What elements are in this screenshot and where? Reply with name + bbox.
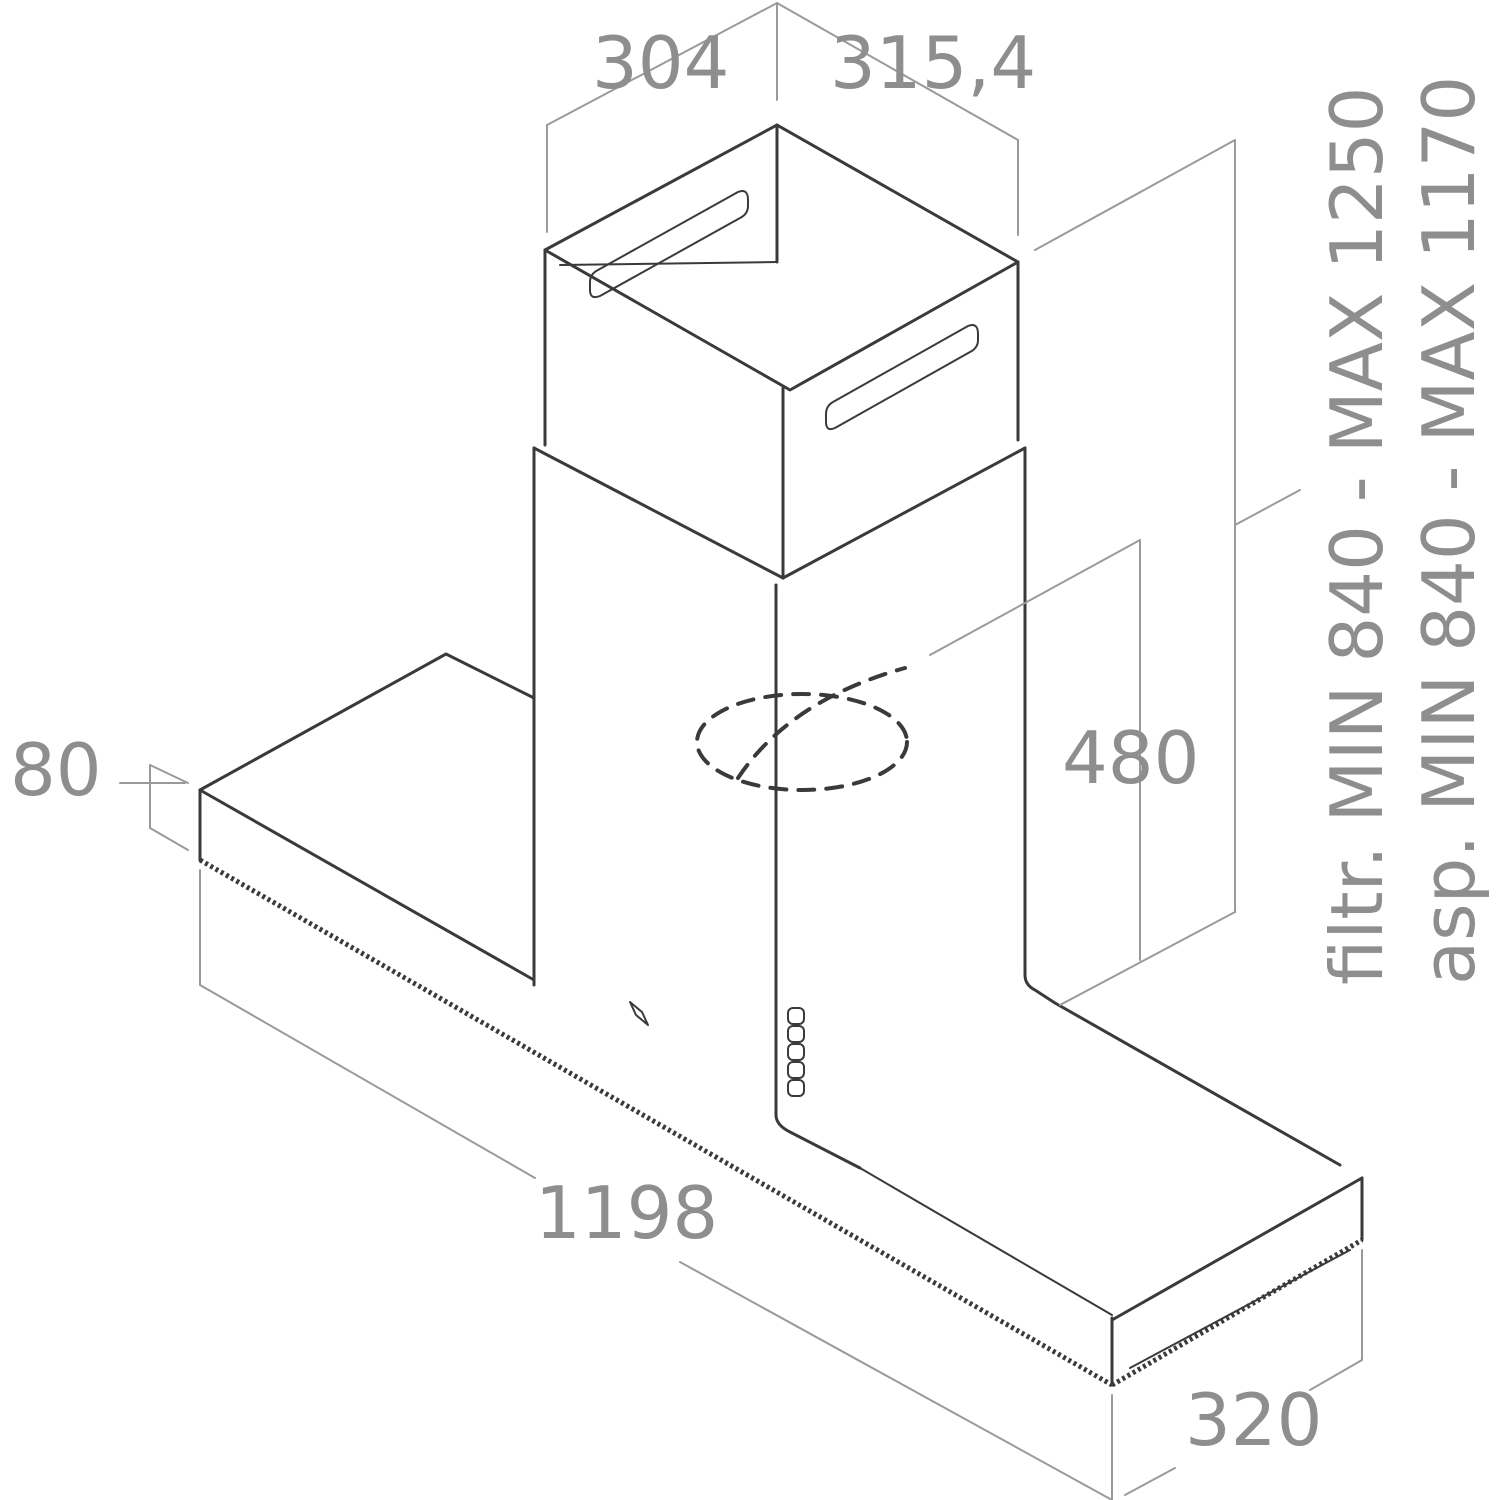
dim-line-320-right xyxy=(1309,1359,1363,1391)
hood-bottom-groove xyxy=(1129,1249,1351,1369)
hood-bottom-side-edge xyxy=(1110,1237,1364,1388)
dim-line-1198-left xyxy=(199,984,536,1179)
control-button xyxy=(787,1061,805,1079)
dim-extension-480-top xyxy=(929,539,1141,656)
duct-outlet-hidden-line xyxy=(695,692,909,792)
dimension-labels: 304 315,4 80 480 1198 320 filtr. MIN 840… xyxy=(10,21,1491,1462)
label-height-filter: filtr. MIN 840 - MAX 1250 xyxy=(1315,87,1399,985)
lower-chimney-top-right xyxy=(781,446,1027,580)
label-hood-thickness: 80 xyxy=(10,728,102,812)
label-hood-depth: 320 xyxy=(1185,1378,1322,1462)
dim-line-320 xyxy=(1124,1467,1176,1496)
small-mark xyxy=(629,1001,649,1026)
hood-body xyxy=(198,652,1364,1388)
label-height-extraction: asp. MIN 840 - MAX 1170 xyxy=(1407,76,1491,985)
hood-right-top-back xyxy=(1053,1001,1342,1167)
dim-extension-height-bottom xyxy=(1059,911,1236,1006)
control-button xyxy=(787,1043,805,1061)
upper-chimney-top-rim xyxy=(543,123,1020,392)
control-button xyxy=(787,1007,805,1025)
lower-chimney-top-left xyxy=(532,446,785,580)
hood-left-top-front xyxy=(198,788,536,982)
dim-line-80-top xyxy=(149,764,189,784)
dim-line-80-bottom xyxy=(149,827,189,851)
control-buttons xyxy=(787,1007,805,1097)
label-hood-width: 1198 xyxy=(535,1171,718,1255)
label-chimney-depth: 304 xyxy=(592,21,729,105)
control-button xyxy=(787,1025,805,1043)
hood-left-top-surface xyxy=(198,652,536,792)
dim-extension-height-top xyxy=(1034,139,1236,251)
upper-chimney xyxy=(543,123,1020,580)
lower-chimney-base-curve xyxy=(774,1113,862,1170)
lower-chimney-right-edge xyxy=(1023,446,1057,1005)
label-chimney-width: 315,4 xyxy=(830,21,1036,105)
duct-outlet-hidden-line-inner xyxy=(736,666,907,780)
upper-chimney-inner-left xyxy=(559,261,778,266)
lower-chimney xyxy=(532,446,1057,1170)
dim-line-315 xyxy=(776,2,1019,141)
upper-vent-slot-back xyxy=(589,190,749,299)
control-button xyxy=(787,1079,805,1097)
dim-line-304 xyxy=(546,2,778,126)
hood-right-end-top xyxy=(1110,1176,1364,1322)
dim-leader-total-height xyxy=(1234,489,1301,526)
hood-front-top-edge xyxy=(859,1167,1113,1316)
hood-bottom-front-edge xyxy=(198,857,1114,1388)
label-lower-chimney-height: 480 xyxy=(1062,716,1199,800)
upper-vent-slot-front xyxy=(825,324,979,431)
dim-line-1198-right xyxy=(679,1261,1113,1500)
dimension-lines xyxy=(119,2,1363,1500)
